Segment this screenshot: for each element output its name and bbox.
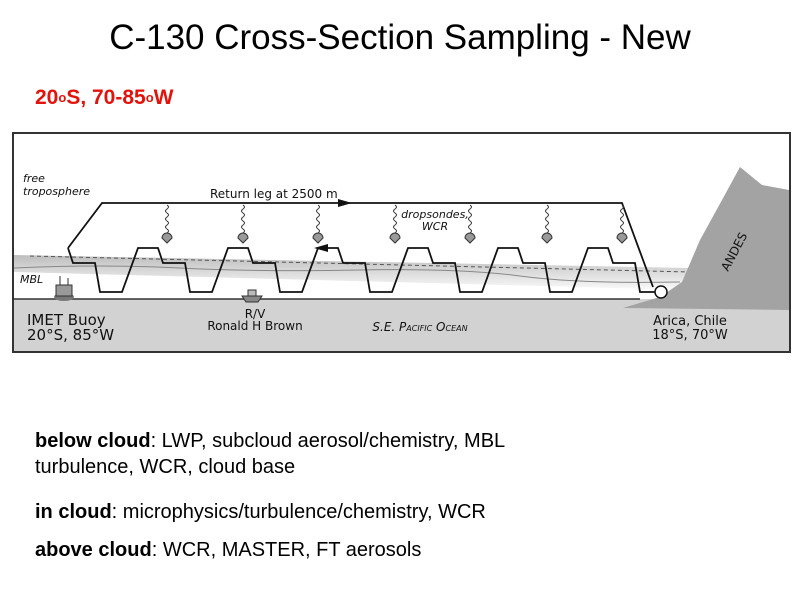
cloud-top-line [29,255,691,273]
bullet-label: in cloud [35,501,112,523]
bullet-text: turbulence, WCR, cloud base [35,456,296,478]
bullet-text: : WCR, MASTER, FT aerosols [151,539,422,561]
dropsondes-group [161,204,628,244]
buoy-icon [54,276,74,301]
bullet-above-cloud: above cloud: WCR, MASTER, FT aerosols [35,537,421,563]
arica-waypoint [654,285,668,299]
dropsonde-wire [241,204,245,234]
parachute-icon [541,232,553,244]
parachute-icon [389,232,401,244]
slide-subtitle: 20oS, 70-85oW [35,86,173,110]
ocean-label: S.E. Pacific Ocean [372,320,467,334]
subtitle-part: 20 [35,86,59,109]
bullet-below-cloud: below cloud: LWP, subcloud aerosol/chemi… [35,428,505,480]
return-leg-label: Return leg at 2500 m [210,187,338,201]
bullet-label: above cloud [35,539,152,561]
dropsonde-wire [393,204,397,234]
flight-path [67,202,662,293]
andes-mountains [623,167,789,310]
bullet-in-cloud: in cloud: microphysics/turbulence/chemis… [35,499,486,525]
arrow-left-icon [314,244,328,252]
dropsondes-label: dropsondes,WCR [401,208,469,233]
subtitle-part: S, 70-85 [66,86,146,109]
arrow-right-icon [338,199,352,207]
dropsonde-wire [468,204,472,234]
subtitle-part: W [153,86,174,109]
bullet-text: : microphysics/turbulence/chemistry, WCR [111,501,486,523]
parachute-icon [161,232,173,244]
mbl-label: MBL [20,273,43,286]
slide-title: C-130 Cross-Section Sampling - New [109,18,691,57]
dropsonde-wire [165,204,169,234]
dropsonde-wire [620,204,624,234]
bullet-text: : LWP, subcloud aerosol/chemistry, MBL [150,430,506,452]
parachute-icon [312,232,324,244]
cloud-base-line [13,265,681,283]
parachute-icon [464,232,476,244]
degree-sup: o [58,90,67,105]
dropsonde-wire [316,204,320,234]
degree-sup: o [145,90,154,105]
bullet-label: below cloud [35,430,151,452]
parachute-icon [616,232,628,244]
parachute-icon [237,232,249,244]
dropsonde-wire [545,204,549,234]
ship-icon [241,289,263,303]
